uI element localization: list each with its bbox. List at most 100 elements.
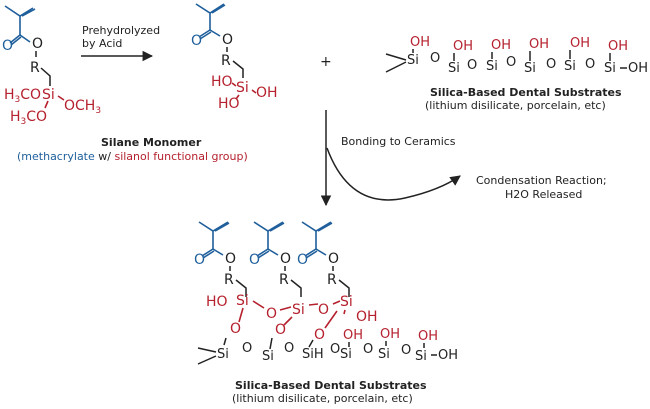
ester-oxygen: O: [280, 251, 291, 267]
hydroxyl-group: OH: [570, 36, 590, 51]
bridging-oxygen: O: [318, 302, 329, 318]
hydroxyl-2: OH: [256, 85, 278, 101]
substrate-top-title: Silica-Based Dental Substrates: [430, 86, 622, 99]
bond: [201, 248, 215, 259]
hydroxyl-group: OH: [418, 329, 438, 344]
silicon-atom: Si: [524, 61, 536, 76]
silicon-atom: Si: [415, 349, 427, 364]
hydrolyzed-silane-structure: O O R Si HO OH HO: [191, 3, 278, 112]
hydroxyl-group: OH: [491, 38, 511, 53]
silicon-atom: Si: [292, 302, 305, 318]
bridging-oxygen: O: [275, 322, 286, 338]
hydroxyl-group: OH: [343, 328, 363, 343]
carbonyl-oxygen: O: [249, 252, 260, 268]
silane-monomer-subtitle: (methacrylate w/ silanol functional grou…: [17, 150, 248, 163]
hydroxyl-1: HO: [211, 74, 233, 90]
condensation-label-line2: H2O Released: [505, 188, 582, 201]
bond: [212, 248, 224, 256]
ester-oxygen: O: [32, 36, 43, 52]
bridging-oxygen: O: [546, 57, 556, 72]
bond: [348, 341, 425, 348]
silicon-atom: Si: [448, 61, 460, 76]
hydroxyl-group: OH: [410, 35, 430, 50]
terminal-hydroxyl: OH: [438, 348, 458, 363]
silicon-atom: Si: [42, 87, 55, 103]
bond: [315, 248, 327, 256]
carbonyl-oxygen: O: [2, 38, 13, 54]
bond: [290, 279, 302, 297]
bridging-oxygen: O: [506, 55, 516, 70]
substrate-bottom-subtitle: (lithium disilicate, porcelain, etc): [232, 392, 413, 405]
bond: [223, 337, 437, 356]
hydroxyl-group: OH: [608, 39, 628, 54]
methoxy-group-1: H3CO: [4, 87, 41, 105]
bridging-oxygen: O: [585, 57, 595, 72]
hydroxyl-group: OH: [453, 39, 473, 54]
bond: [267, 248, 279, 256]
bridging-oxygen: O: [363, 342, 373, 357]
hydroxyl-group: OH: [529, 37, 549, 52]
bond: [198, 221, 230, 249]
ester-oxygen: O: [225, 251, 236, 267]
silicon-atom: Si: [236, 293, 249, 309]
silicon-atom: SiH: [302, 347, 324, 362]
bridging-oxygen: O: [430, 51, 440, 66]
bridging-oxygen: O: [266, 306, 277, 322]
bond: [253, 221, 285, 249]
silicon-atom: Si: [604, 61, 616, 76]
r-group: R: [224, 272, 234, 288]
bond: [338, 279, 350, 297]
ester-oxygen: O: [222, 32, 233, 48]
bond: [238, 300, 346, 329]
bridging-oxygen: O: [284, 341, 294, 356]
methacrylate-group: O: [2, 5, 36, 54]
plus-sign: +: [320, 54, 332, 70]
bridging-oxygen: O: [314, 327, 325, 343]
bonding-label: Bonding to Ceramics: [341, 135, 456, 148]
condensation-label-line1: Condensation Reaction;: [476, 174, 607, 187]
bridging-oxygen: O: [401, 343, 411, 358]
r-group: R: [279, 272, 289, 288]
terminal-hydroxyl: OH: [628, 61, 648, 76]
silicon-atom: Si: [262, 349, 274, 364]
bond: [304, 248, 318, 259]
ester-oxygen: O: [328, 251, 339, 267]
bond: [385, 53, 407, 73]
r-group: R: [30, 60, 40, 76]
carbonyl-oxygen: O: [297, 252, 308, 268]
substrate-top-subtitle: (lithium disilicate, porcelain, etc): [425, 99, 606, 112]
hydroxyl-3: HO: [218, 96, 240, 112]
bond: [301, 221, 333, 249]
silicon-atom: Si: [340, 347, 352, 362]
bridging-oxygen: O: [242, 341, 252, 356]
methoxy-group-2: OCH3: [64, 98, 101, 116]
methoxy-group-3: H3CO: [10, 109, 47, 127]
silicon-atom: Si: [564, 59, 576, 74]
bond: [235, 279, 247, 297]
carbonyl-oxygen: O: [191, 33, 202, 49]
silicon-atom: Si: [236, 80, 249, 96]
bond: [256, 248, 270, 259]
bond: [197, 347, 217, 365]
silicon-atom: Si: [407, 53, 419, 68]
substrate-bottom-title: Silica-Based Dental Substrates: [235, 379, 427, 392]
condensation-arrow: [326, 147, 461, 201]
hydroxyl-group: OH: [380, 327, 400, 342]
silicon-atom: Si: [340, 294, 353, 310]
trimethoxysilane-group: Si H3CO OCH3 H3CO: [4, 87, 101, 127]
silane-monomer-structure: O O R Si H3CO OCH3 H3CO: [2, 5, 101, 127]
bridging-oxygen: O: [330, 342, 340, 357]
hydroxyl-group: OH: [356, 309, 378, 325]
r-group: R: [221, 53, 231, 69]
silicon-atom: Si: [217, 347, 229, 362]
bridging-oxygen: O: [467, 58, 477, 73]
carbonyl-oxygen: O: [194, 252, 205, 268]
silicon-atom: Si: [378, 347, 390, 362]
bridging-oxygen: O: [230, 321, 241, 337]
